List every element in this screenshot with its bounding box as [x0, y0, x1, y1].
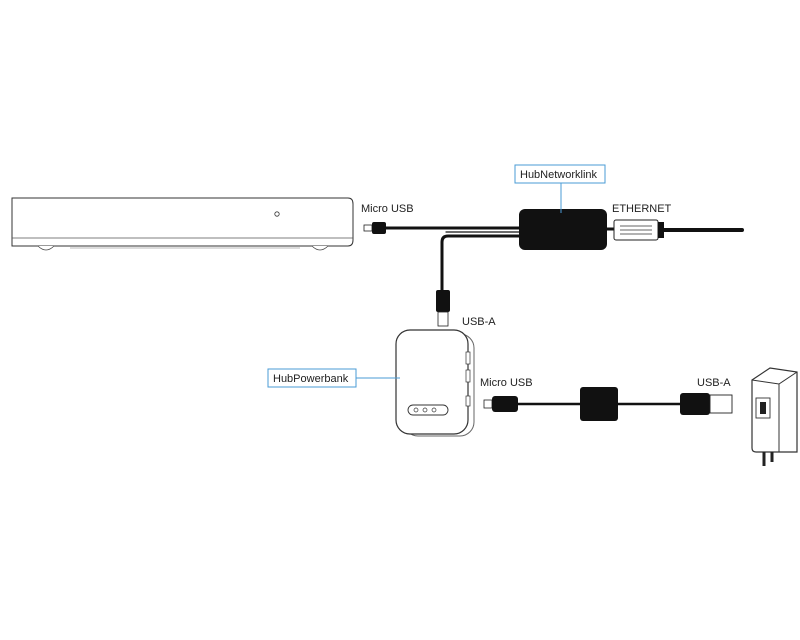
label-ethernet: ETHERNET — [612, 203, 672, 215]
ethernet-cable — [605, 219, 744, 241]
callout-powerbank: HubPowerbank — [267, 368, 400, 388]
label-usb-a-bottom: USB-A — [697, 377, 731, 389]
callout-networklink-label: HubNetworklink — [520, 169, 598, 181]
label-micro-usb-bottom: Micro USB — [480, 377, 533, 389]
label-micro-usb-top: Micro USB — [361, 203, 414, 215]
callout-networklink: HubNetworklink — [514, 164, 606, 213]
micro-usb-cable-bottom — [483, 387, 733, 421]
usb-a-cable-top — [436, 231, 522, 327]
label-usb-a-top: USB-A — [462, 316, 496, 328]
micro-usb-cable-top — [363, 222, 522, 234]
networklink-device — [519, 209, 607, 250]
ferrite-core — [580, 387, 618, 421]
hub-device — [11, 197, 354, 251]
powerbank-device — [395, 329, 475, 437]
status-led-icon — [274, 211, 280, 217]
wall-charger — [751, 367, 798, 466]
callout-powerbank-label: HubPowerbank — [273, 373, 349, 385]
